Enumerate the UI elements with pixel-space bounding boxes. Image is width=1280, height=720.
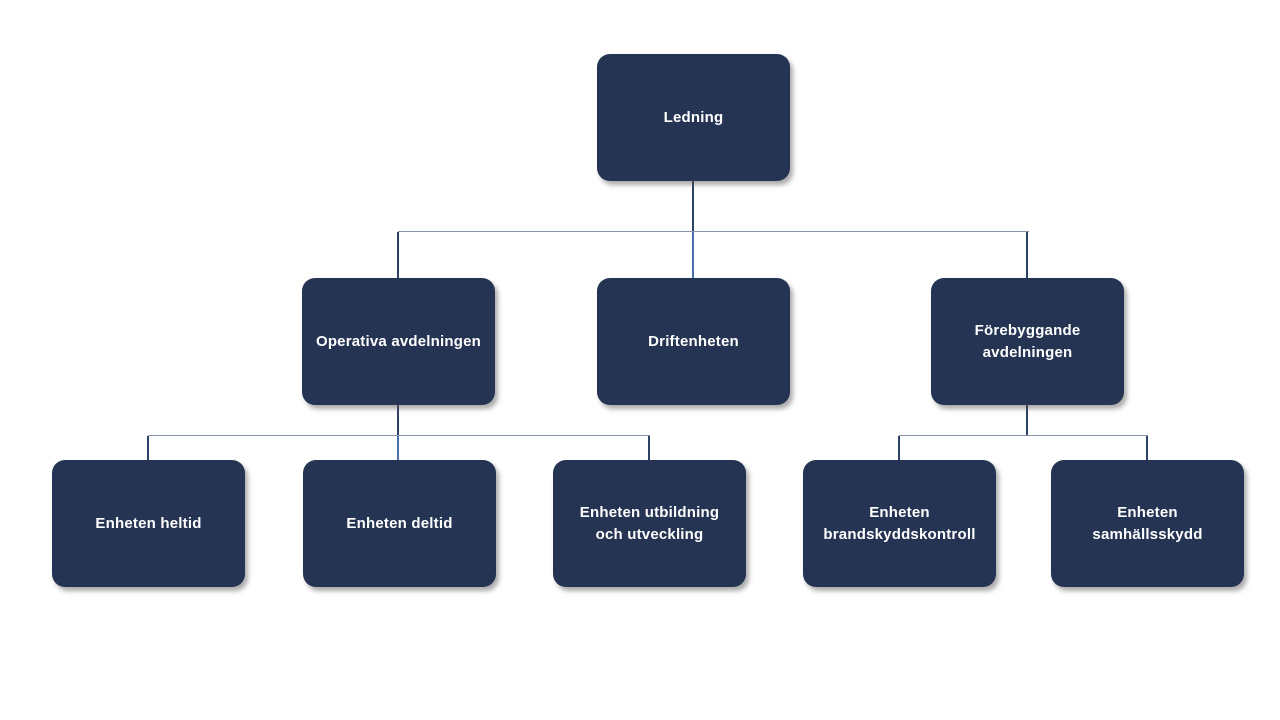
org-node-enheten-utbildning-och-utveckling: Enheten utbildning och utveckling (553, 460, 746, 587)
org-node-label: Enheten deltid (346, 514, 453, 532)
org-node-enheten-deltid: Enheten deltid (303, 460, 496, 587)
org-node-label: Förebyggande avdelningen (974, 321, 1081, 361)
org-node-operativa-avdelningen: Operativa avdelningen (302, 278, 495, 405)
org-node-label: Driftenheten (648, 332, 739, 350)
connector-operativa-stub (397, 404, 399, 435)
org-node-label: Enheten samhällsskydd (1092, 503, 1203, 543)
connector-forebyggande-horizontal (899, 435, 1148, 436)
connector-operativa-horizontal (148, 435, 650, 436)
org-node-label: Ledning (663, 108, 724, 126)
connector-drop-driftenheten (692, 232, 694, 278)
connector-drop-forebyggande (1026, 232, 1028, 278)
connector-drop-samhallsskydd (1146, 436, 1148, 460)
connector-ledning-stub (692, 180, 694, 232)
org-node-label: Enheten brandskyddskontroll (823, 503, 976, 543)
org-node-label: Operativa avdelningen (315, 332, 482, 350)
org-node-driftenheten: Driftenheten (597, 278, 790, 405)
org-node-label: Enheten heltid (95, 514, 202, 532)
org-node-ledning: Ledning (597, 54, 790, 181)
connector-drop-utbildning (648, 436, 650, 460)
org-node-enheten-samhallsskydd: Enheten samhällsskydd (1051, 460, 1244, 587)
connector-drop-deltid (397, 436, 399, 460)
connector-forebyggande-stub (1026, 404, 1028, 435)
org-node-forebyggande-avdelningen: Förebyggande avdelningen (931, 278, 1124, 405)
connector-drop-operativa (397, 232, 399, 278)
org-node-enheten-heltid: Enheten heltid (52, 460, 245, 587)
org-node-enheten-brandskyddskontroll: Enheten brandskyddskontroll (803, 460, 996, 587)
connector-drop-heltid (147, 436, 149, 460)
org-node-label: Enheten utbildning och utveckling (579, 503, 720, 543)
connector-level2-horizontal (398, 231, 1029, 232)
connector-drop-brandskyddskontroll (898, 436, 900, 460)
